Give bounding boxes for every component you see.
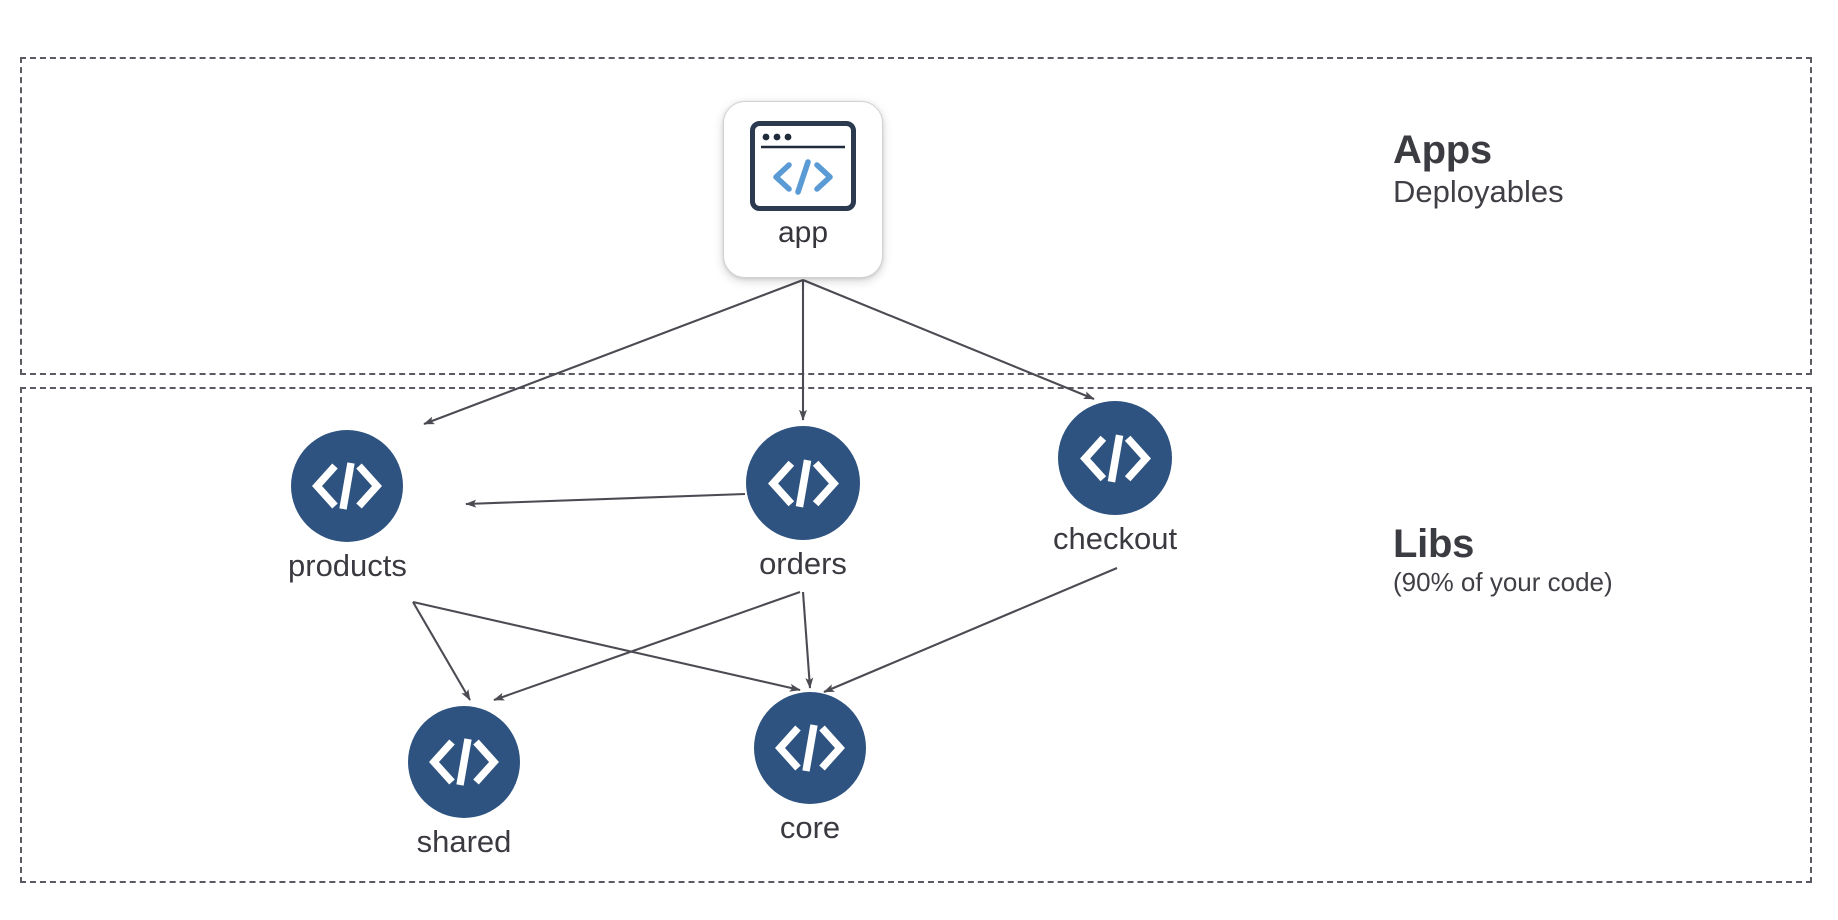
node-orders-label: orders [759, 546, 847, 581]
node-shared-circle[interactable] [408, 706, 520, 818]
node-orders[interactable]: orders [746, 426, 860, 581]
node-checkout-circle[interactable] [1058, 401, 1173, 515]
node-shared[interactable]: shared [408, 706, 520, 859]
region-libs-title: Libs [1393, 522, 1475, 566]
node-products-circle[interactable] [291, 430, 404, 542]
region-libs-subtitle: (90% of your code) [1393, 566, 1613, 597]
code-brackets-icon [312, 462, 383, 510]
region-apps-caption: Apps Deployables [1393, 128, 1564, 210]
node-checkout[interactable]: checkout [1053, 401, 1177, 556]
region-apps-title: Apps [1393, 128, 1492, 172]
code-brackets-icon [429, 738, 499, 786]
region-apps-subtitle: Deployables [1393, 173, 1564, 209]
code-brackets-icon [775, 724, 845, 772]
node-products-label: products [288, 548, 407, 583]
node-core-label: core [779, 810, 841, 845]
node-products[interactable]: products [288, 430, 407, 583]
browser-code-icon [750, 121, 856, 211]
node-app[interactable]: app [723, 101, 883, 278]
region-apps [20, 57, 1812, 375]
node-orders-circle[interactable] [746, 426, 860, 540]
node-checkout-label: checkout [1053, 521, 1178, 556]
node-core-circle[interactable] [754, 692, 866, 804]
code-brackets-icon [1079, 434, 1151, 482]
node-shared-label: shared [416, 824, 512, 859]
node-core[interactable]: core [754, 692, 866, 845]
region-libs-caption: Libs (90% of your code) [1393, 522, 1613, 598]
node-app-label: app [777, 216, 829, 249]
code-brackets-icon [767, 459, 839, 507]
